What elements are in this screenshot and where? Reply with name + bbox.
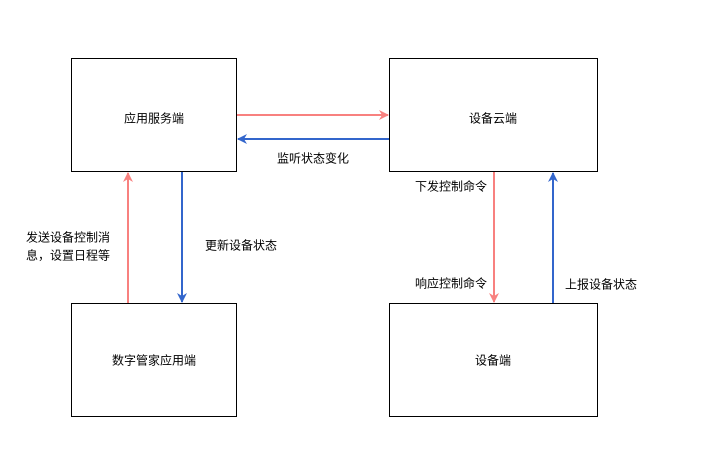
- node-device-cloud: 设备云端: [389, 58, 598, 172]
- node-digital-butler-label: 数字管家应用端: [112, 353, 196, 368]
- node-device-cloud-label: 设备云端: [469, 112, 517, 126]
- edge-device-to-cloud-label: 上报设备状态: [565, 277, 637, 292]
- node-device-box: [389, 303, 598, 417]
- edge-app-to-butler-label: 更新设备状态: [205, 238, 277, 253]
- edge-cloud-to-device-label-bottom: 响应控制命令: [415, 276, 487, 291]
- edge-cloud-to-app-label: 监听状态变化: [277, 151, 349, 166]
- node-digital-butler: 数字管家应用端: [71, 303, 237, 417]
- node-device-label: 设备端: [475, 354, 511, 368]
- edge-butler-to-app-label-line2: 息，设置日程等: [26, 248, 110, 263]
- node-device-cloud-box: [389, 58, 598, 172]
- edge-butler-to-app-label-line1: 发送设备控制消: [26, 230, 110, 245]
- edge-cloud-to-device-label-top: 下发控制命令: [415, 179, 487, 194]
- node-app-server: 应用服务端: [71, 58, 237, 172]
- node-app-server-box: [71, 58, 237, 172]
- node-digital-butler-box: [71, 303, 237, 417]
- node-app-server-label: 应用服务端: [124, 111, 184, 126]
- node-device: 设备端: [389, 303, 598, 417]
